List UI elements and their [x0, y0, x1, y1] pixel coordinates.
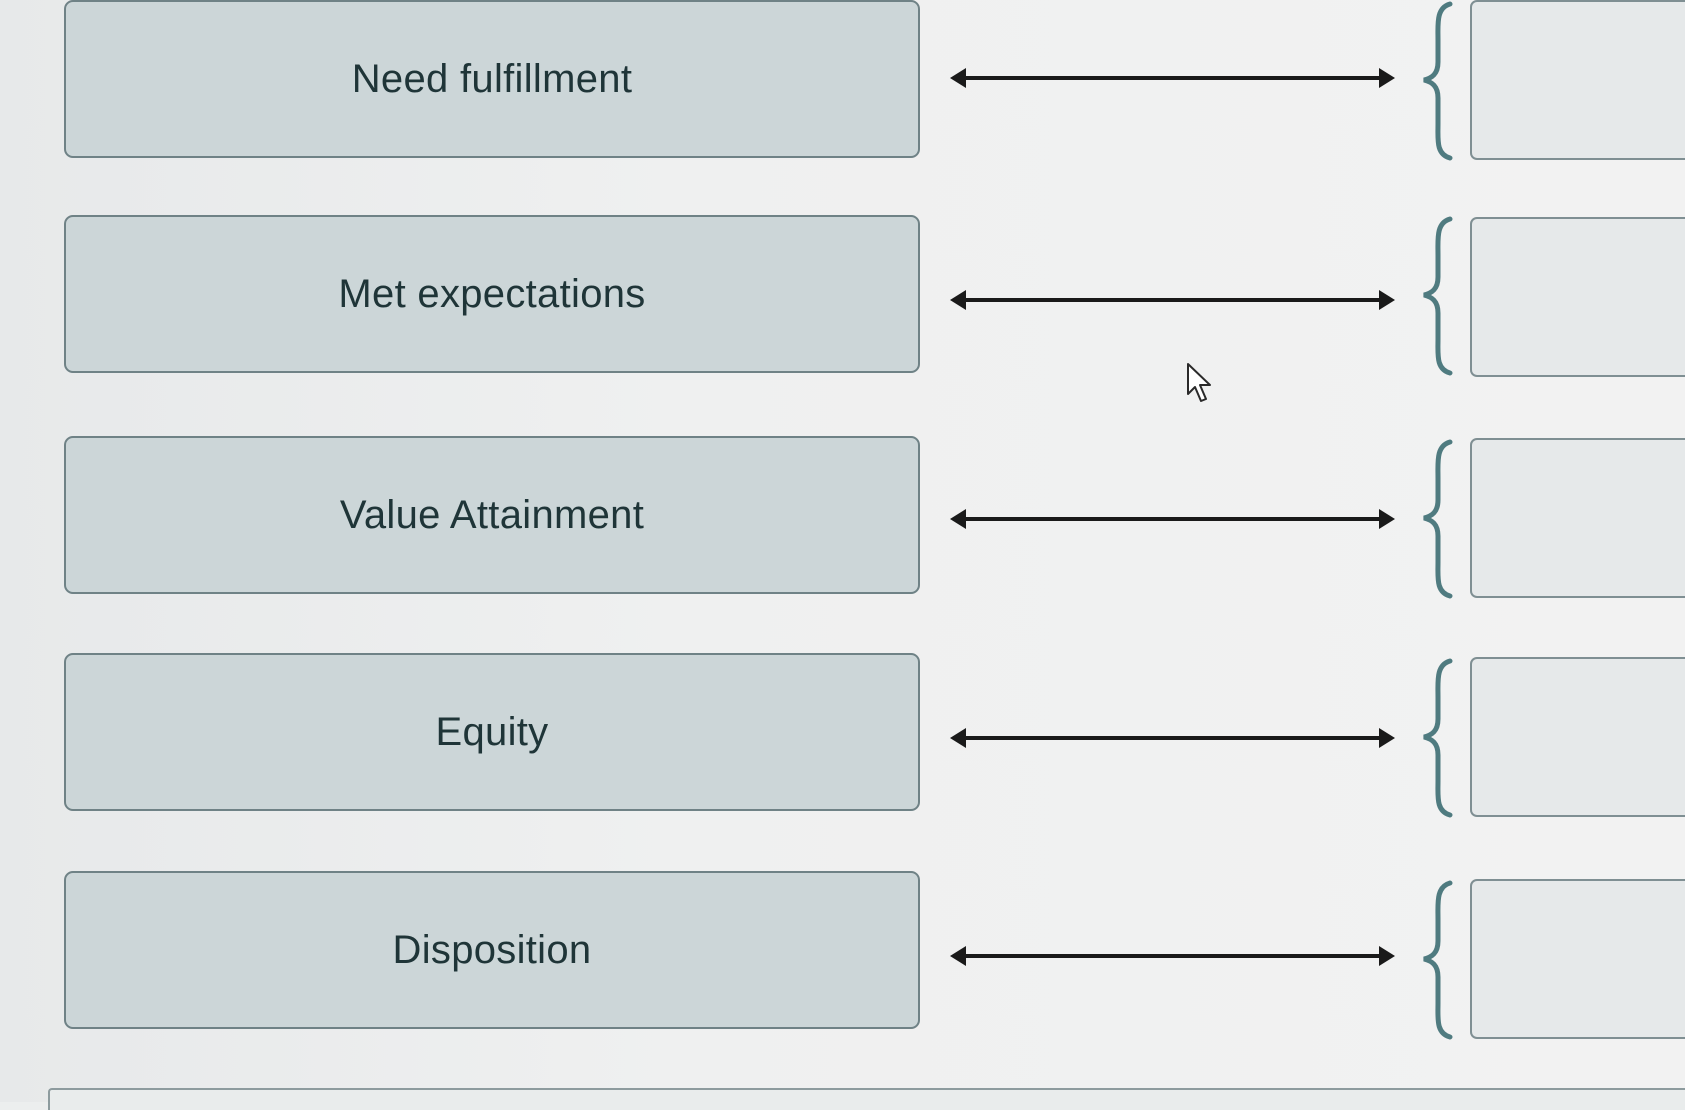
left-curly-brace-icon [1423, 880, 1453, 1040]
draggable-term-equity[interactable]: Equity [64, 653, 920, 811]
double-headed-arrow-icon [950, 68, 1395, 88]
double-headed-arrow-icon [950, 290, 1395, 310]
drop-target[interactable] [1470, 217, 1685, 377]
term-label: Value Attainment [339, 492, 645, 537]
left-curly-brace-icon [1423, 439, 1453, 599]
matching-row: Disposition [0, 869, 1685, 1040]
drop-target[interactable] [1470, 0, 1685, 160]
drop-target[interactable] [1470, 438, 1685, 598]
term-label: Met expectations [338, 271, 646, 316]
double-headed-arrow-icon [950, 728, 1395, 748]
matching-row: Value Attainment [0, 434, 1685, 599]
term-label: Disposition [392, 927, 592, 972]
matching-row: Met expectations [0, 215, 1685, 379]
draggable-term-value-attainment[interactable]: Value Attainment [64, 436, 920, 594]
double-headed-arrow-icon [950, 509, 1395, 529]
drop-target[interactable] [1470, 879, 1685, 1039]
matching-row: Need fulfillment [0, 0, 1685, 164]
draggable-term-met-expectations[interactable]: Met expectations [64, 215, 920, 373]
left-curly-brace-icon [1423, 1, 1453, 161]
term-label: Need fulfillment [351, 56, 633, 101]
mouse-pointer-icon [1187, 363, 1211, 402]
draggable-term-disposition[interactable]: Disposition [64, 871, 920, 1029]
next-panel-edge [48, 1088, 1685, 1110]
draggable-term-need-fulfillment[interactable]: Need fulfillment [64, 0, 920, 158]
left-curly-brace-icon [1423, 658, 1453, 818]
drop-target[interactable] [1470, 657, 1685, 817]
term-label: Equity [435, 709, 549, 754]
left-curly-brace-icon [1423, 216, 1453, 376]
matching-row: Equity [0, 651, 1685, 818]
double-headed-arrow-icon [950, 946, 1395, 966]
